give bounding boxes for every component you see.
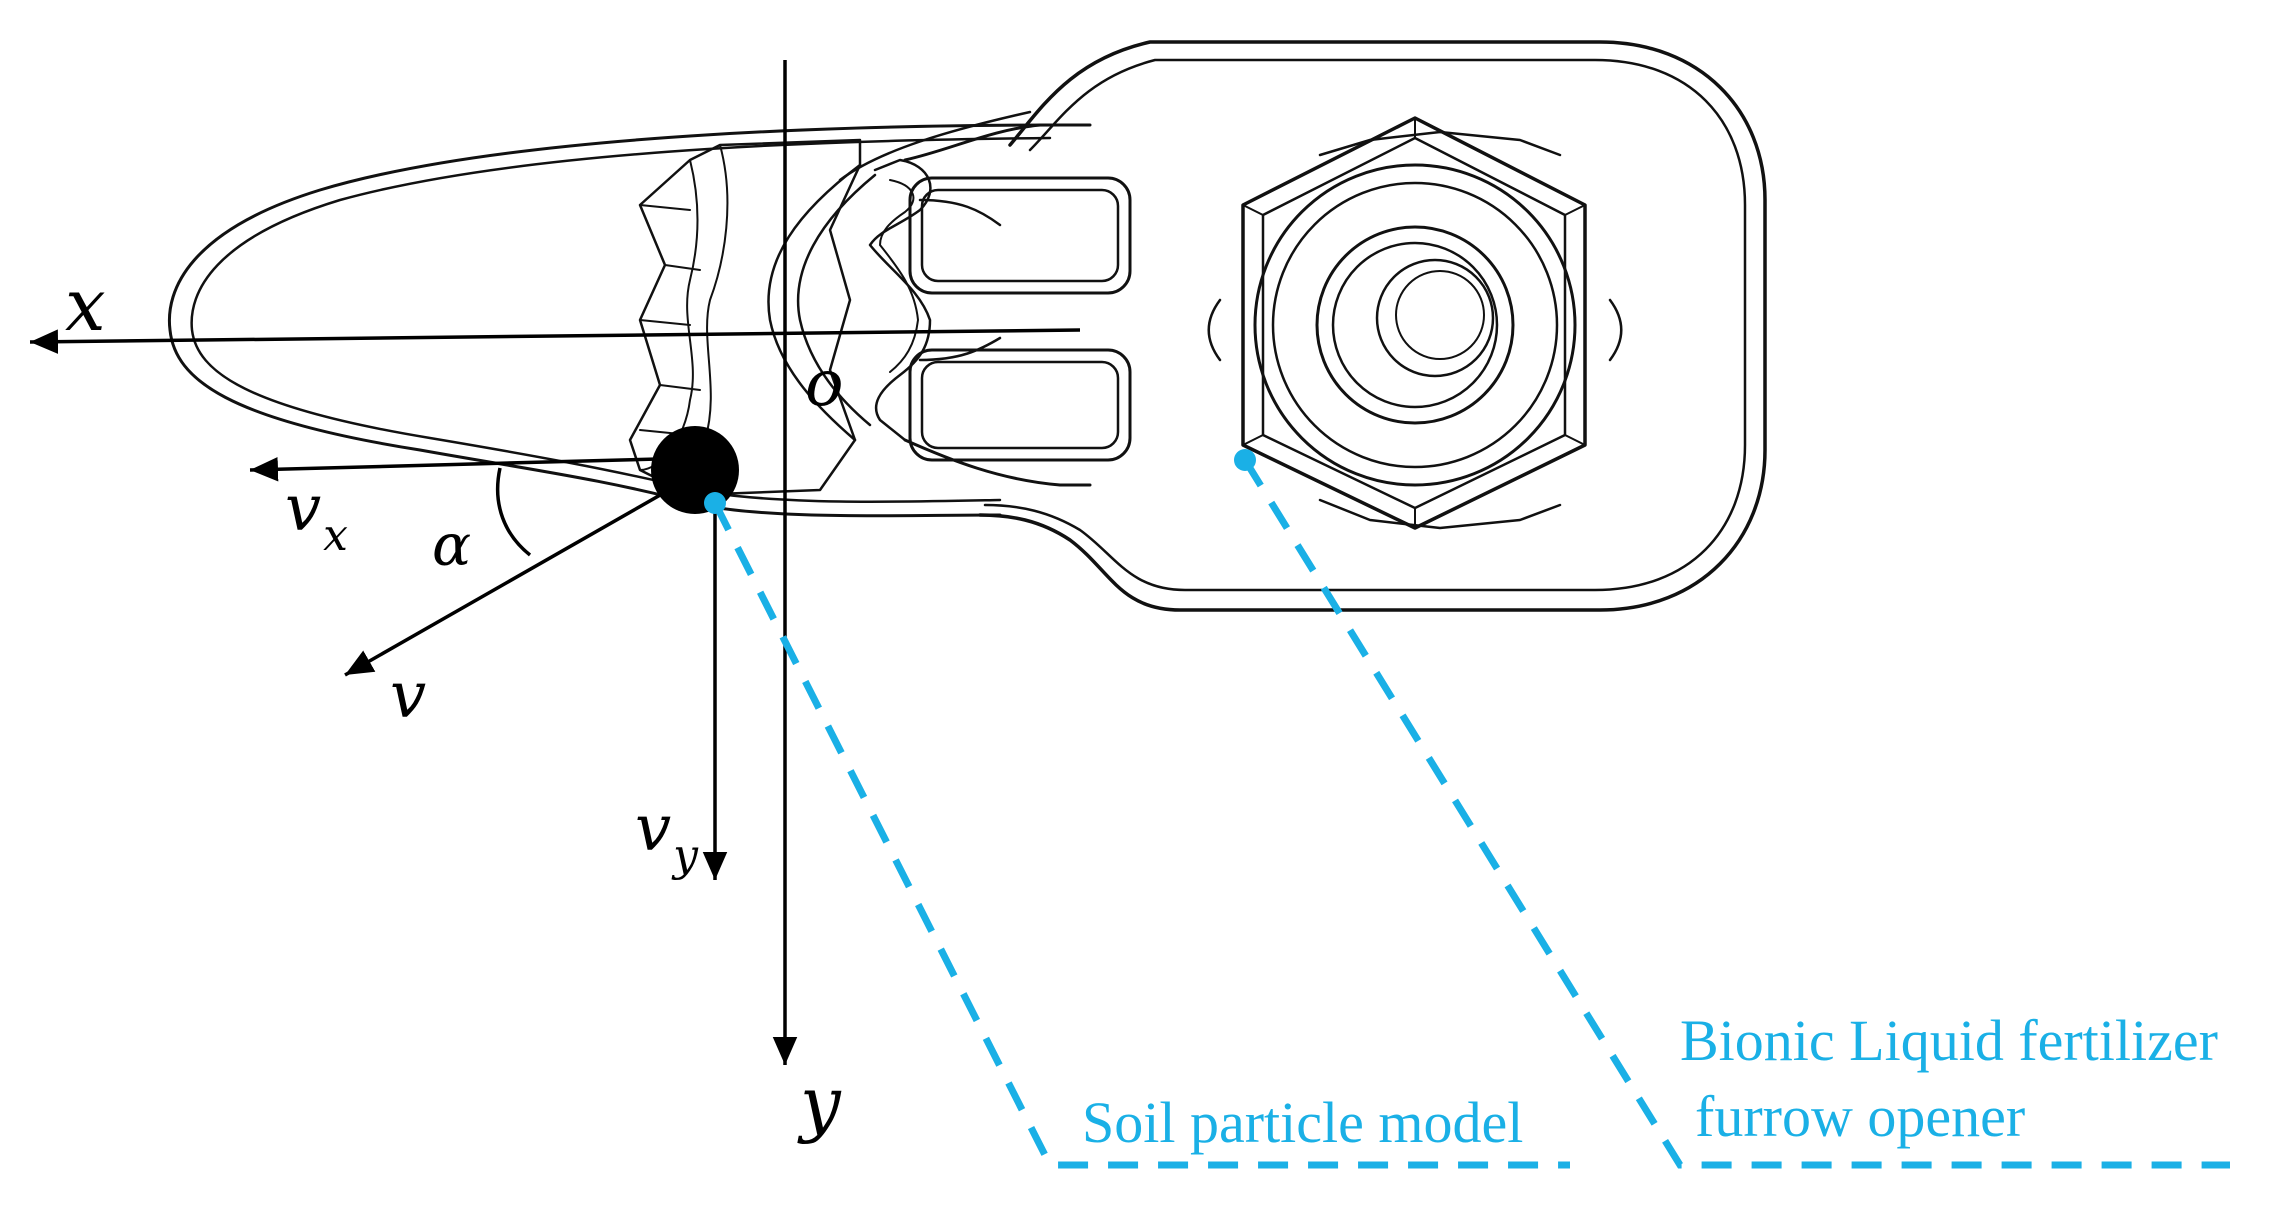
- opener-callout-line2: furrow opener: [1695, 1084, 2025, 1149]
- vx-label: vx: [285, 472, 348, 561]
- vx-vector: [249, 456, 696, 482]
- opener-callout-line1: Bionic Liquid fertilizer: [1680, 1008, 2218, 1073]
- alpha-angle-arc: [495, 467, 532, 557]
- v-vector: [344, 476, 691, 677]
- y-axis-label: y: [797, 1061, 842, 1145]
- vy-label: vy: [635, 792, 699, 881]
- x-axis: [29, 328, 1081, 354]
- soil-particle-leader-dot: [704, 492, 726, 514]
- v-label: v: [390, 659, 426, 733]
- soil-particle-callout: Soil particle model: [1082, 1090, 1523, 1155]
- alpha-label: α: [432, 511, 471, 579]
- opener-leader-dot: [1234, 449, 1256, 471]
- soil-particle: [651, 426, 739, 514]
- origin-label: o: [805, 347, 844, 421]
- x-axis-label: x: [65, 263, 106, 347]
- furrow-opener-outline: [167, 40, 1767, 612]
- opener-leader-line: [1242, 458, 2230, 1169]
